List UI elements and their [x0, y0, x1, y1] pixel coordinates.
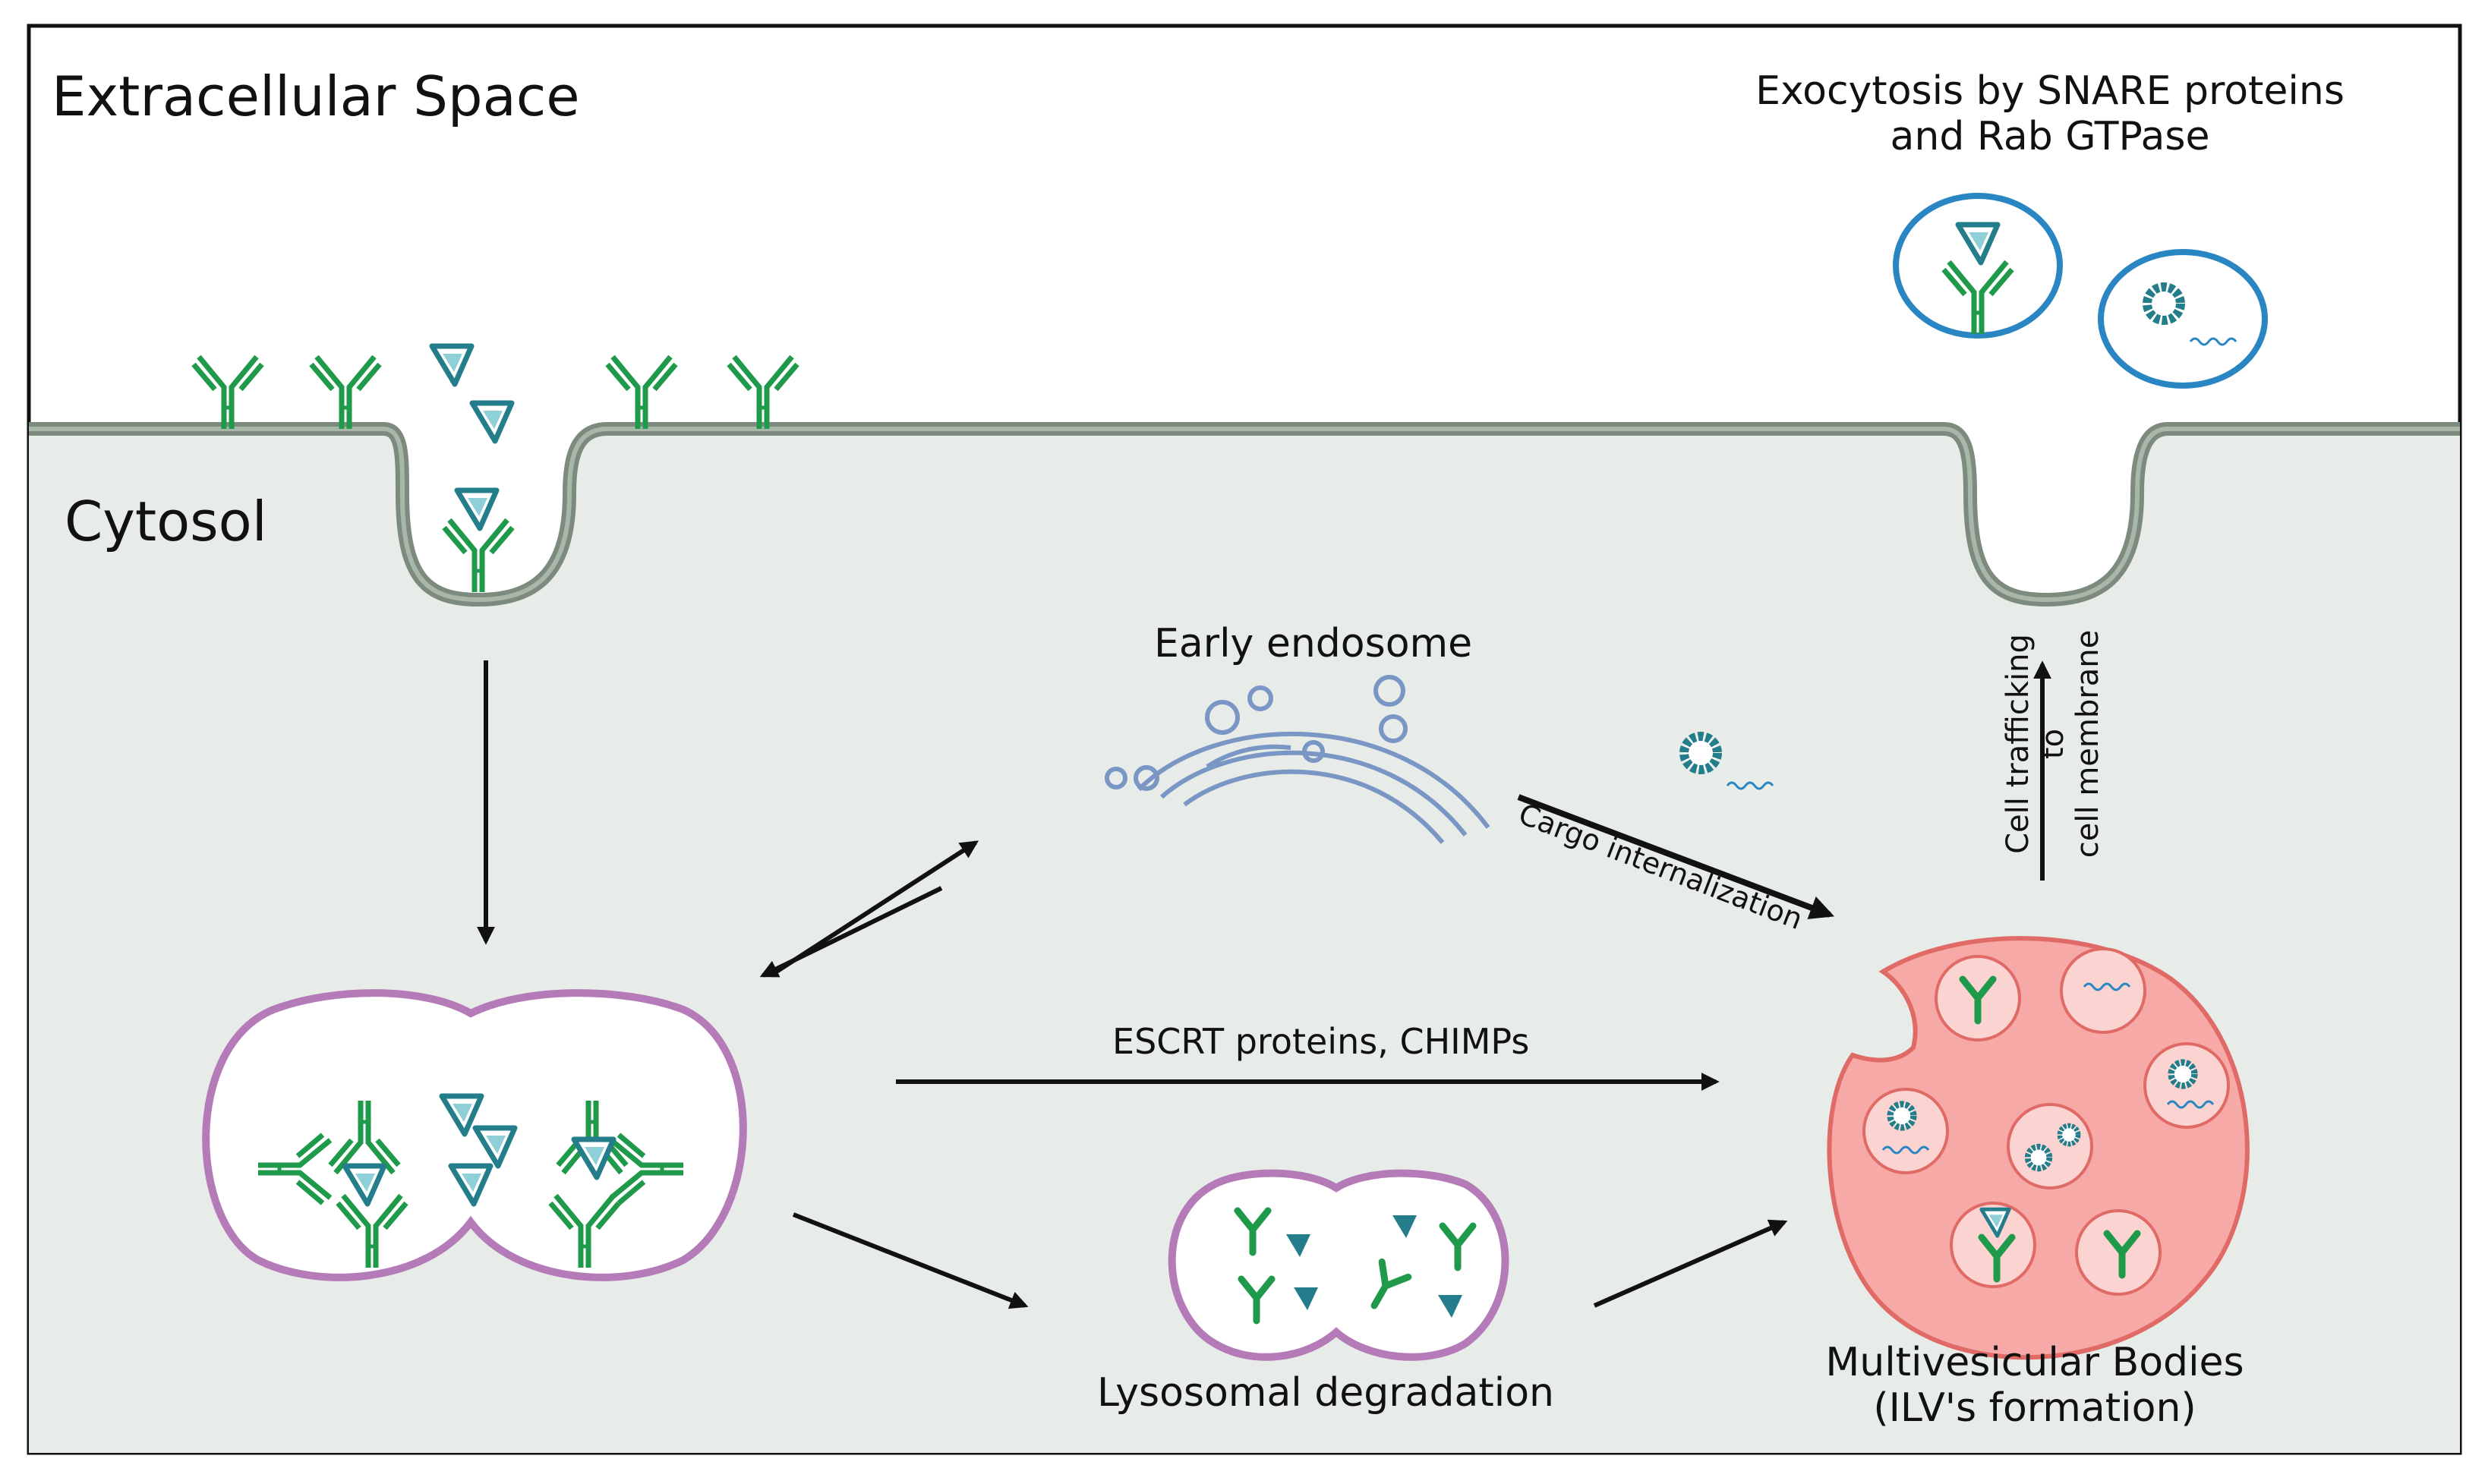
- cytosol-label: Cytosol: [65, 490, 267, 553]
- virus-particle-icon: [2028, 1147, 2050, 1169]
- virus-particle-icon: [1684, 736, 1717, 770]
- extracellular-label: Extracellular Space: [52, 65, 580, 128]
- arrow-to-lysosome: [792, 1212, 1029, 1309]
- lysosomal-label: Lysosomal degradation: [1097, 1370, 1555, 1416]
- exocytosis-label: Exocytosis by SNARE proteins and Rab GTP…: [1670, 68, 2430, 159]
- mvb-label: Multivesicular Bodies (ILV's formation): [1769, 1340, 2301, 1431]
- virus-particle-icon: [2060, 1126, 2078, 1144]
- virus-particle-icon: [2171, 1063, 2195, 1086]
- exosome: [2098, 249, 2268, 389]
- mvb-line2: (ILV's formation): [1873, 1385, 2196, 1431]
- early-endosome-label: Early endosome: [1154, 621, 1473, 666]
- virus-particle-icon: [1891, 1104, 1914, 1128]
- escrt-label: ESCRT proteins, CHIMPs: [1112, 1021, 1530, 1062]
- virus-particle-icon: [2147, 287, 2181, 320]
- arrow-cargo-internalization: [1517, 794, 1834, 919]
- trafficking-line3: cell membrane: [2070, 629, 2105, 859]
- exocytosis-line2: and Rab GTPase: [1890, 114, 2210, 159]
- intraluminal-vesicles: [1862, 947, 2230, 1296]
- trafficking-label: Cell trafficking to cell membrane: [2001, 607, 2105, 881]
- mvb-line1: Multivesicular Bodies: [1825, 1340, 2244, 1385]
- arrow-from-early-endosome: [759, 886, 943, 978]
- early-endosome-icon: [1105, 675, 1490, 844]
- trafficking-line2: to: [2036, 728, 2070, 760]
- trafficking-line1: Cell trafficking: [2001, 634, 2036, 854]
- exocytosis-line1: Exocytosis by SNARE proteins: [1755, 68, 2345, 114]
- arrow-lysosome-to-mvb: [1593, 1219, 1788, 1308]
- exosome: [1893, 193, 2063, 339]
